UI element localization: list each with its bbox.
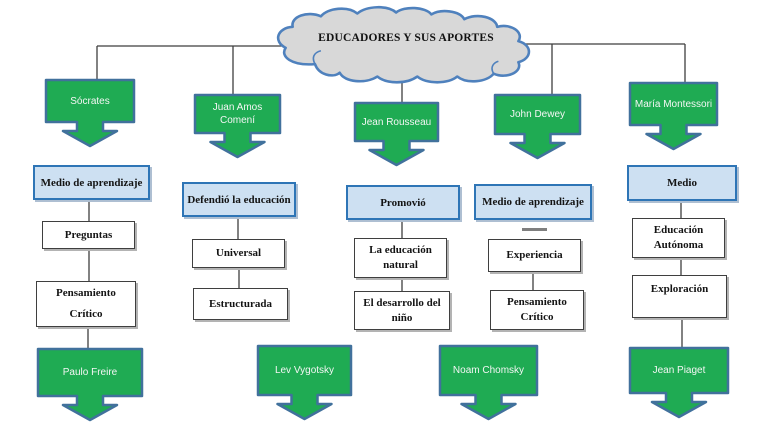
legacy-label: Jean Piaget bbox=[652, 365, 706, 376]
educator-label: Sócrates bbox=[70, 95, 110, 107]
educator-label: John Dewey bbox=[509, 109, 566, 120]
cloud-shape[interactable] bbox=[268, 2, 536, 88]
legacy-node-paulo-freire[interactable]: Paulo Freire bbox=[36, 347, 144, 422]
detail-label: Exploración bbox=[650, 283, 709, 295]
detail-label: Experiencia bbox=[506, 249, 563, 261]
educator-label: Juan Amos Comení bbox=[212, 102, 263, 126]
detail-box-experiencia[interactable]: Experiencia bbox=[488, 239, 581, 272]
detail-box-educacion-natural[interactable]: La educación natural bbox=[354, 238, 447, 278]
down-arrow-callout-shape bbox=[36, 347, 144, 422]
detail-label: La educación natural bbox=[369, 244, 432, 271]
educator-node-juan-amos-comeni[interactable]: Juan Amos Comení bbox=[193, 93, 282, 159]
category-box-montessori[interactable]: Medio bbox=[627, 165, 737, 201]
category-box-rousseau[interactable]: Promovió bbox=[346, 185, 460, 220]
category-box-dewey[interactable]: Medio de aprendizaje bbox=[474, 184, 592, 220]
detail-box-exploracion[interactable]: Exploración bbox=[632, 275, 727, 318]
legacy-node-jean-piaget[interactable]: Jean Piaget bbox=[628, 346, 730, 419]
educator-node-socrates[interactable]: Sócrates bbox=[44, 78, 136, 148]
legacy-label: Paulo Freire bbox=[62, 367, 118, 378]
detail-box-universal[interactable]: Universal bbox=[192, 239, 285, 268]
cloud-title: EDUCADORES Y SUS APORTES bbox=[318, 32, 494, 44]
educator-label: María Montessori bbox=[634, 98, 713, 110]
down-arrow-callout-shape bbox=[493, 93, 582, 160]
detail-box-desarrollo-nino[interactable]: El desarrollo del niño bbox=[354, 291, 450, 330]
down-arrow-callout-shape bbox=[628, 346, 730, 419]
detail-box-educacion-autonoma[interactable]: Educación Autónoma bbox=[632, 218, 725, 258]
category-box-socrates[interactable]: Medio de aprendizaje bbox=[33, 165, 150, 200]
category-box-juan-amos[interactable]: Defendió la educación bbox=[182, 182, 296, 217]
detail-label: Preguntas bbox=[64, 228, 113, 241]
category-label: Promovió bbox=[380, 196, 426, 209]
down-arrow-callout-shape bbox=[628, 81, 719, 151]
down-arrow-callout-shape bbox=[353, 101, 440, 167]
educator-node-john-dewey[interactable]: John Dewey bbox=[493, 93, 582, 160]
dash-connector bbox=[522, 228, 547, 231]
down-arrow-callout-shape bbox=[193, 93, 282, 159]
legacy-label: Noam Chomsky bbox=[452, 365, 525, 376]
category-label: Medio de aprendizaje bbox=[482, 196, 584, 208]
detail-box-preguntas[interactable]: Preguntas bbox=[42, 221, 135, 249]
detail-label: Pensamiento Crítico bbox=[56, 287, 116, 320]
detail-box-pensamiento-critico-2[interactable]: Pensamiento Crítico bbox=[490, 290, 584, 330]
down-arrow-callout-shape bbox=[256, 344, 353, 421]
educator-node-jean-rousseau[interactable]: Jean Rousseau bbox=[353, 101, 440, 167]
category-label: Medio de aprendizaje bbox=[40, 176, 143, 189]
detail-label: El desarrollo del niño bbox=[363, 296, 441, 324]
legacy-node-noam-chomsky[interactable]: Noam Chomsky bbox=[438, 344, 539, 421]
legacy-node-lev-vygotsky[interactable]: Lev Vygotsky bbox=[256, 344, 353, 421]
detail-label: Educación Autónoma bbox=[653, 224, 704, 251]
detail-box-pensamiento-critico-1[interactable]: Pensamiento Crítico bbox=[36, 281, 136, 327]
down-arrow-callout-shape bbox=[44, 78, 136, 148]
legacy-label: Lev Vygotsky bbox=[274, 365, 335, 376]
educator-node-maria-montessori[interactable]: María Montessori bbox=[628, 81, 719, 151]
educator-label: Jean Rousseau bbox=[361, 116, 432, 128]
down-arrow-callout-shape bbox=[438, 344, 539, 421]
detail-box-estructurada[interactable]: Estructurada bbox=[193, 288, 288, 320]
category-label: Medio bbox=[667, 177, 697, 189]
category-label: Defendió la educación bbox=[187, 193, 291, 206]
detail-label: Pensamiento Crítico bbox=[507, 296, 567, 323]
detail-label: Universal bbox=[215, 247, 262, 259]
detail-label: Estructurada bbox=[209, 297, 272, 310]
